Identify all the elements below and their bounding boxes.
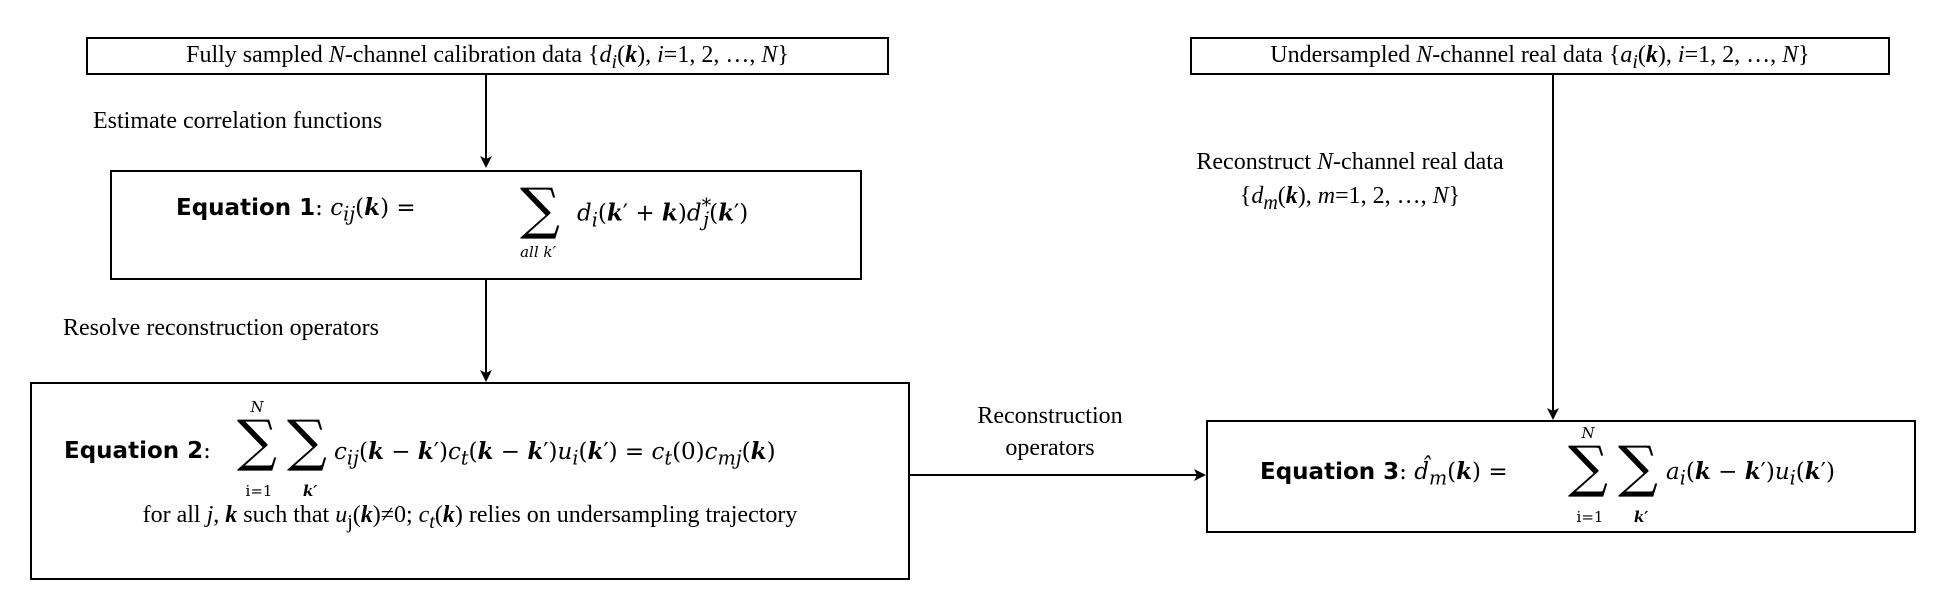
eq1-d-sub: i [591,208,598,232]
calib-suffix: ), [637,42,658,68]
eq2-note-a: for all [142,502,207,528]
eq2-note-k3: k [442,502,455,528]
equation-2-sum2-icon: ∑ [287,409,327,474]
real-mid: -channel real data { [1432,42,1621,68]
real-suffix: ), [1657,42,1678,68]
resolve-label: Resolve reconstruction operators [63,315,379,341]
equation-2-sum1-top: N [250,398,264,416]
equation-3-sum1-icon: ∑ [1568,435,1608,500]
calibration-data-text: Fully sampled N-channel calibration data… [186,42,789,73]
equation-2-label-wrap: Equation 2: [64,438,211,464]
reconstruct-label-line1: Reconstruct N-channel real data [1140,145,1560,179]
reconstruct-var-d: d [1251,183,1264,209]
equation-2-sum1-bottom: i=1 [245,482,273,500]
reconstruct-close: } [1448,183,1461,209]
equation-1-box: Equation 1: cij(k) = ∑ all k′ di(k′ + k)… [110,170,862,280]
reconstruct-open: { [1239,183,1252,209]
eq2-note-g: ) relies on undersampling trajectory [454,502,798,528]
eq1-d2: d [686,200,702,227]
equation-1-sum-limit: all k′ [520,243,556,261]
reconstruct-b: -channel real data [1333,149,1504,175]
reconstruct-var-n: N [1317,149,1334,175]
reconstruct-mid: ), [1297,183,1318,209]
equation-1-lhs: Equation 1: cij(k) = [176,194,416,226]
eq1-d2-sup: * [701,194,712,217]
estimate-label: Estimate correlation functions [93,108,383,134]
equation-3-sum2-icon: ∑ [1618,435,1658,500]
calib-var-k: k [625,42,638,68]
equation-2-box: Equation 2: N ∑ i=1 ∑ k′ cij(k − k′)ct(k… [30,382,910,580]
real-data-text: Undersampled N-channel real data {ai(k),… [1270,42,1810,73]
calib-prefix: Fully sampled [186,42,329,68]
equation-3-sum1-top: N [1581,424,1595,442]
equation-3-box: Equation 3: d̂m(k) = N ∑ i=1 ∑ k′ ai(k −… [1206,420,1916,533]
operators-label-line1: Reconstruction [977,403,1123,429]
calibration-data-box: Fully sampled N-channel calibration data… [86,37,889,75]
reconstruct-var-m: m [1317,183,1336,209]
calib-var-n: N [328,42,345,68]
reconstruct-sub-m: m [1263,191,1278,214]
eq2-note-e: )≠0; [372,502,419,528]
real-prefix: Undersampled [1270,42,1417,68]
equation-2-note: for all j, k such that uj(k)≠0; ct(k) re… [32,502,908,534]
equation-3-sum1-bottom: i=1 [1576,508,1604,526]
equation-2-sum2-bottom: k′ [302,482,318,500]
eq2-note-k: k [225,502,238,528]
eq2-note-t-sub: t [429,510,435,533]
reconstruct-label-line2: {dm(k), m=1, 2, …, N} [1239,183,1461,214]
calib-mid: -channel calibration data { [344,42,600,68]
real-var-n: N [1416,42,1433,68]
eq2-note-k2: k [360,502,373,528]
real-close: } [1798,42,1810,68]
equation-3-lhs: Equation 3: d̂m(k) = [1260,458,1508,490]
eq1-d: d [577,200,592,227]
reconstruct-label: Reconstruct N-channel real data {dm(k), … [1140,145,1560,220]
eq2-note-j: j [206,502,214,528]
equation-2-body: cij(k − k′)ct(k − k′)ui(k′) = ct(0)cmj(k… [334,438,776,470]
eq1-d2-sub: j [703,208,710,232]
calib-close: } [777,42,789,68]
calib-var-n2: N [761,42,778,68]
calib-sub-i: i [611,50,618,73]
equation-1-sum-icon: ∑ [520,177,560,242]
real-data-box: Undersampled N-channel real data {ai(k),… [1190,37,1890,75]
calib-var-i: i [657,42,664,68]
equation-2-label: Equation 2 [64,438,204,464]
real-var-i: i [1677,42,1685,68]
calib-range: =1, 2, …, [663,42,762,68]
real-var-a: a [1620,42,1633,68]
eq1-c: c [330,195,344,221]
eq2-note-u-sub: j [347,510,353,533]
equation-3-rhs: ai(k − k′)ui(k′) [1666,458,1835,490]
equation-1-rhs: di(k′ + k)d*j(k′) [577,194,749,232]
real-var-k: k [1645,42,1658,68]
eq2-note-c: such that [237,502,336,528]
operators-label: Reconstruction operators [930,400,1170,464]
real-sub-i: i [1632,50,1638,73]
calib-var-d: d [599,42,612,68]
equation-3-label: Equation 3 [1260,459,1400,485]
reconstruct-a: Reconstruct [1196,149,1318,175]
eq1-c-sub: ij [343,202,356,226]
reconstruct-var-n2: N [1432,183,1449,209]
eq2-note-d: ( [352,502,361,528]
eq2-note-f: ( [434,502,443,528]
eq2-note-u: u [335,502,348,528]
equation-3-sum2-bottom: k′ [1633,508,1649,526]
eq2-note-b: , [213,502,226,528]
reconstruct-var-k: k [1285,183,1298,209]
operators-label-line2: operators [1005,435,1095,461]
real-range: =1, 2, …, [1684,42,1783,68]
equation-1-label: Equation 1 [176,195,316,221]
real-var-n2: N [1782,42,1799,68]
reconstruct-range: =1, 2, …, [1335,183,1433,209]
eq2-note-c2: c [418,502,430,528]
equation-2-sum1-icon: ∑ [237,409,277,474]
